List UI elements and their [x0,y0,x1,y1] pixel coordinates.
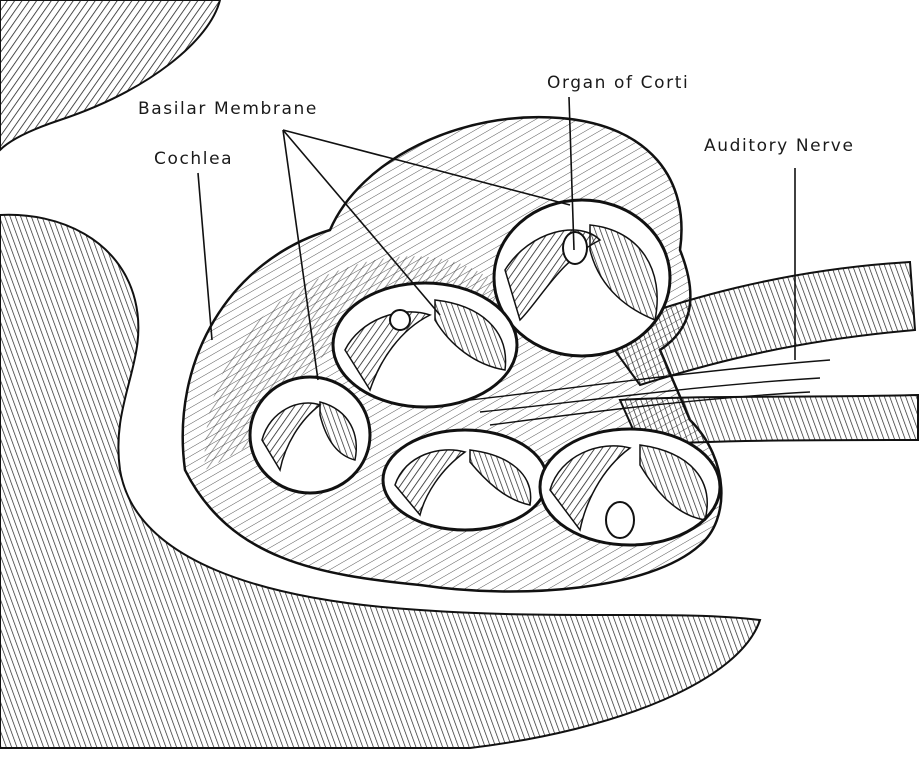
cochlea-leader [197,172,213,341]
basilar-membrane-label: Basilar Membrane [138,99,318,119]
auditory-nerve-bundle [598,260,917,387]
basilar-leader-2 [282,129,441,316]
organ-of-corti-label: Organ of Corti [547,73,690,93]
cochlea-label: Cochlea [154,149,234,169]
lower-tissue-mass [0,213,762,749]
cochlear-duct-sections [248,198,722,547]
organ-of-corti-leader [568,96,575,251]
basilar-leader-3 [282,129,571,206]
basilar-leader-1 [282,129,319,381]
upper-tissue-band [0,0,222,152]
leader-lines [197,96,796,381]
nerve-fiber-strands [469,359,831,426]
auditory-nerve-label: Auditory Nerve [704,136,855,156]
auditory-nerve-bundle-lower [618,393,919,447]
